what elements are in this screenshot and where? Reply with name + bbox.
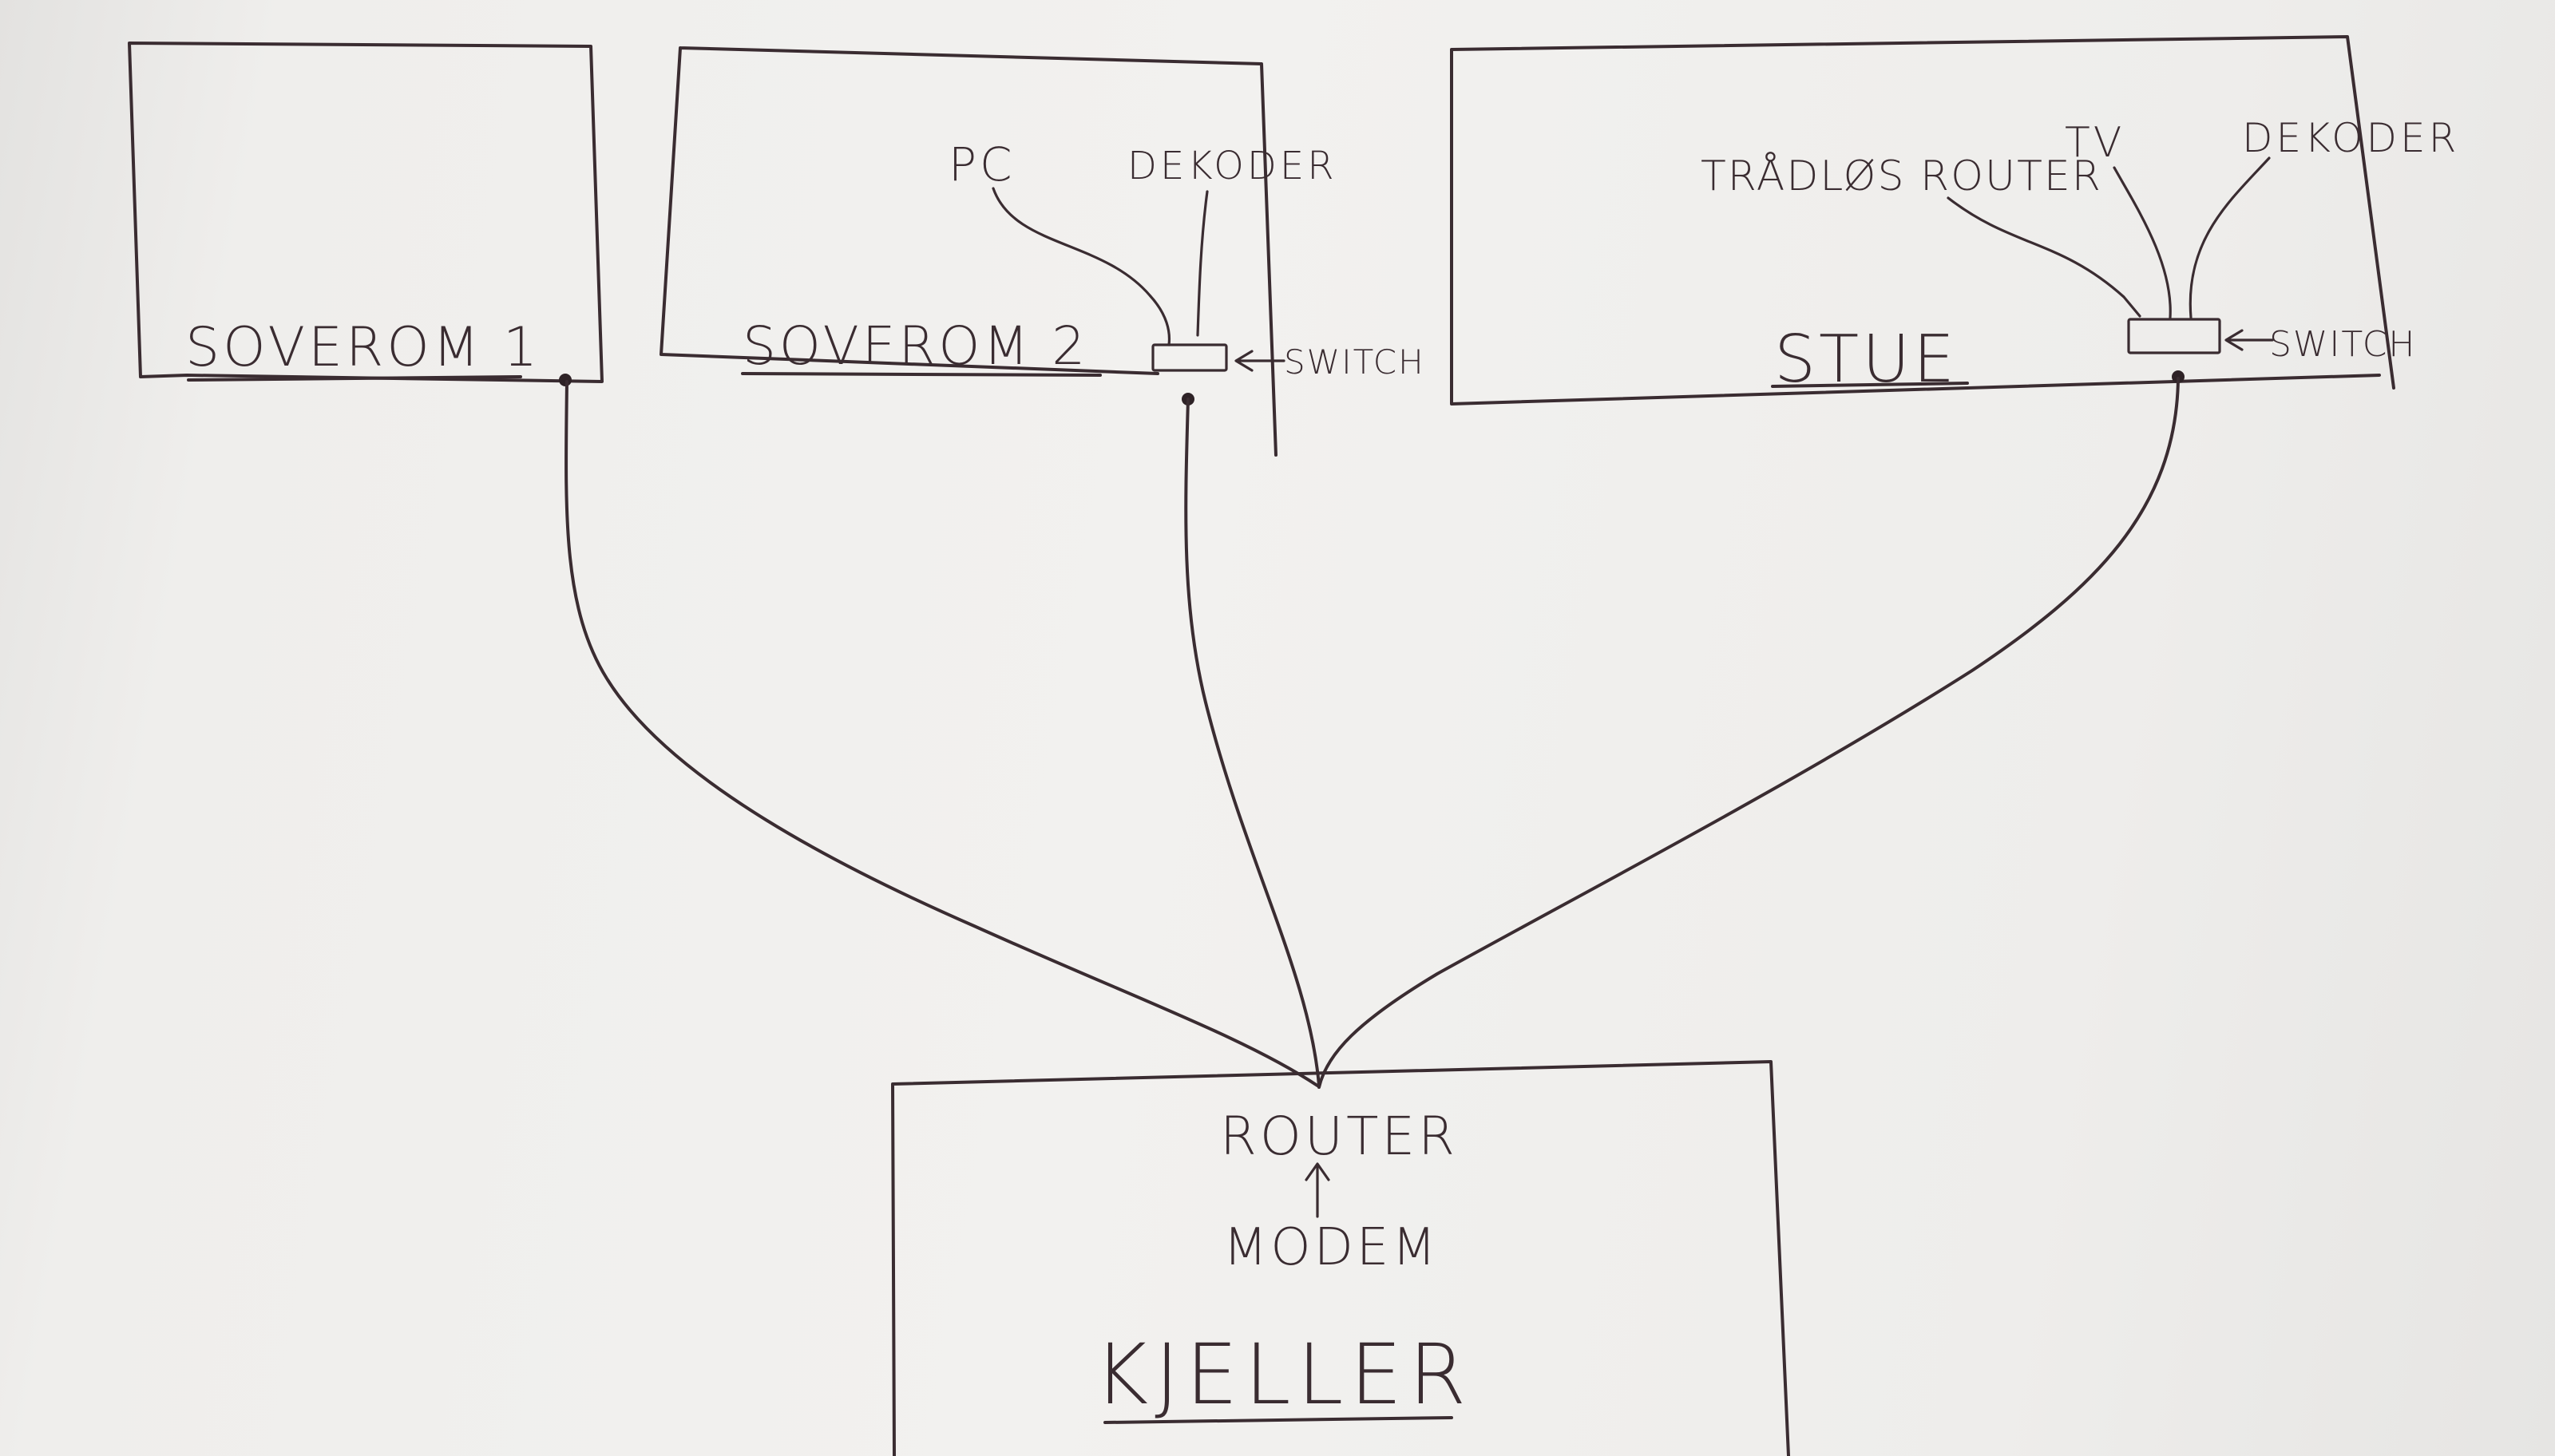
cable-soverom-1-to-router bbox=[564, 380, 1319, 1087]
cable-pc-to-switch-soverom-2 bbox=[992, 187, 1171, 346]
room-soverom-2-box bbox=[660, 46, 1278, 457]
soverom-2-device-dekoder: DEKODER bbox=[1127, 144, 1337, 188]
soverom-1-wall-socket bbox=[559, 374, 572, 386]
switch-soverom-2-label: SWITCH bbox=[1284, 342, 1425, 382]
room-stue-label-underline bbox=[1771, 382, 1969, 388]
switch-stue-icon bbox=[2127, 318, 2221, 354]
soverom-2-device-pc: PC bbox=[949, 137, 1015, 192]
cable-soverom-2-to-router bbox=[1184, 398, 1321, 1087]
cable-tv-to-switch bbox=[2113, 166, 2172, 319]
modem-to-router-arrow-icon bbox=[1305, 1162, 1330, 1218]
switch-stue-arrow-icon bbox=[2224, 329, 2274, 351]
room-kjeller-label-underline bbox=[1103, 1416, 1453, 1424]
room-stue-box bbox=[1450, 35, 2395, 406]
cable-dekoder-to-switch-stue bbox=[2189, 156, 2271, 319]
kjeller-modem-label: MODEM bbox=[1223, 1218, 1440, 1277]
room-soverom-2-label-underline bbox=[741, 372, 1102, 377]
room-soverom-1-label-underline bbox=[187, 375, 522, 382]
switch-soverom-2-icon bbox=[1151, 343, 1228, 372]
stue-device-tradlos-router: TRÅDLØS ROUTER bbox=[1701, 152, 2102, 200]
room-soverom-1: SOVEROM 1 bbox=[128, 42, 604, 386]
room-soverom-2-label: SOVEROM 2 bbox=[743, 315, 1088, 377]
room-kjeller-box bbox=[891, 1060, 1790, 1456]
cable-stue-to-router bbox=[1317, 377, 2180, 1089]
room-stue-label: STUE bbox=[1774, 322, 1958, 398]
stue-wall-socket bbox=[2172, 370, 2185, 383]
room-kjeller: ROUTER MODEM KJELLER bbox=[891, 1060, 1790, 1456]
room-stue: STUE TRÅDLØS ROUTER TV DEKODER SWITCH bbox=[1450, 35, 2459, 406]
stue-device-tv: TV bbox=[2065, 119, 2125, 167]
room-soverom-2: SOVEROM 2 PC DEKODER SWITCH bbox=[660, 46, 1425, 457]
switch-stue-label: SWITCH bbox=[2269, 324, 2417, 365]
stue-device-dekoder: DEKODER bbox=[2242, 115, 2459, 161]
kjeller-router-label: ROUTER bbox=[1220, 1106, 1458, 1167]
room-soverom-1-label: SOVEROM 1 bbox=[185, 316, 541, 379]
room-kjeller-label: KJELLER bbox=[1094, 1326, 1472, 1423]
cables-to-router bbox=[564, 377, 2180, 1089]
cable-tradlos-router-to-switch bbox=[1947, 196, 2141, 318]
cable-dekoder-to-switch-soverom-2 bbox=[1196, 190, 1209, 337]
switch-soverom-2-arrow-icon bbox=[1234, 350, 1285, 372]
